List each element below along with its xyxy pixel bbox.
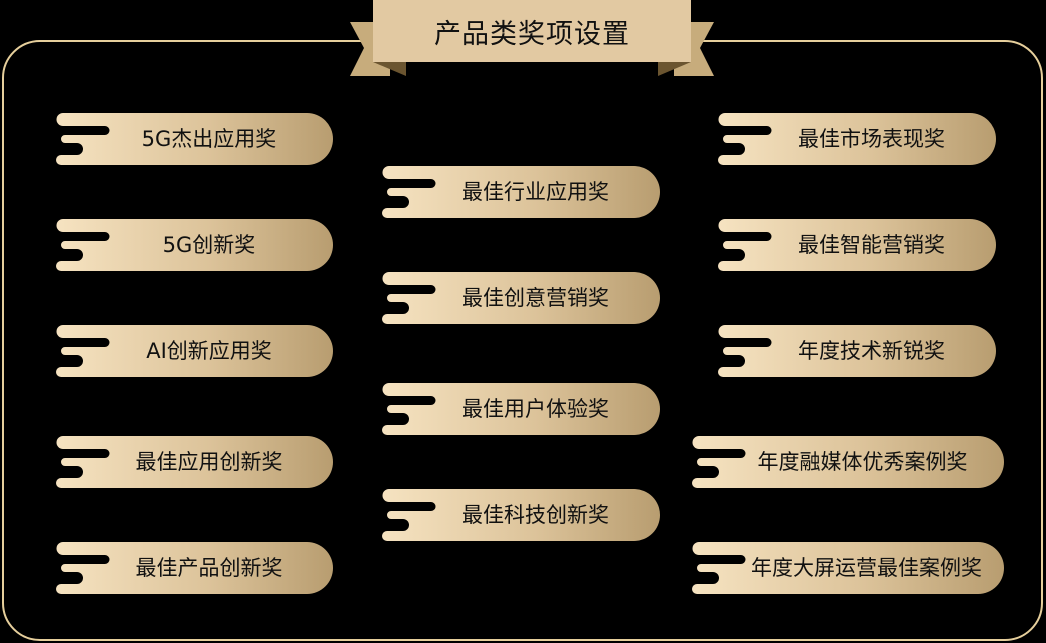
award-pill-shape [382,166,660,218]
award-pill-shape [56,113,333,165]
award-item: 最佳科技创新奖 [381,489,660,541]
award-label: 5G创新奖 [162,233,256,257]
award-label: 最佳产品创新奖 [135,556,283,580]
award-label: 年度大屏运营最佳案例奖 [751,556,982,580]
award-pill-shape [692,436,1004,488]
award-item: AI创新应用奖 [55,325,333,377]
award-pill-shape [382,383,660,435]
award-label: 最佳科技创新奖 [462,503,609,527]
award-pill-shape [692,542,1004,594]
award-item: 年度大屏运营最佳案例奖 [691,542,1004,594]
award-label: 最佳应用创新奖 [135,450,283,474]
award-item: 最佳行业应用奖 [381,166,660,218]
award-pill-shape [382,272,660,324]
award-label: 最佳用户体验奖 [462,397,609,421]
award-label: 年度融媒体优秀案例奖 [757,450,968,474]
award-item: 年度技术新锐奖 [717,325,996,377]
award-item: 最佳创意营销奖 [381,272,660,324]
award-item: 5G创新奖 [55,219,333,271]
award-pill-shape [718,219,996,271]
award-label: 5G杰出应用奖 [141,127,277,151]
award-label: 最佳行业应用奖 [462,180,609,204]
award-item: 最佳产品创新奖 [55,542,333,594]
award-pill-shape [382,489,660,541]
award-pill-shape [56,325,333,377]
award-item: 最佳应用创新奖 [55,436,333,488]
title-banner: 产品类奖项设置 [350,0,714,76]
award-item: 最佳市场表现奖 [717,113,996,165]
award-label: 最佳创意营销奖 [462,286,609,310]
award-label: 最佳市场表现奖 [798,127,945,151]
page-title: 产品类奖项设置 [373,0,691,62]
award-pill-shape [56,542,333,594]
award-pill-shape [56,219,333,271]
award-item: 5G杰出应用奖 [55,113,333,165]
award-label: AI创新应用奖 [146,339,272,363]
award-item: 最佳智能营销奖 [717,219,996,271]
award-pill-shape [718,113,996,165]
award-label: 最佳智能营销奖 [798,233,945,257]
award-pill-shape [718,325,996,377]
award-item: 年度融媒体优秀案例奖 [691,436,1004,488]
award-pill-shape [56,436,333,488]
award-label: 年度技术新锐奖 [798,339,945,363]
award-item: 最佳用户体验奖 [381,383,660,435]
